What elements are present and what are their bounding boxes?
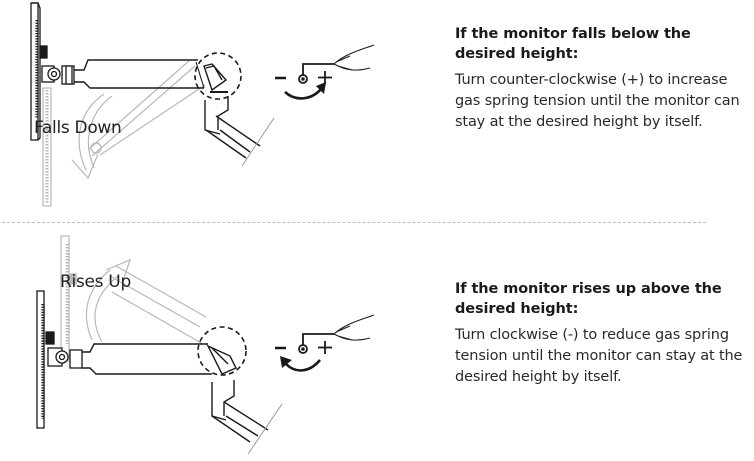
rises-up-body: Turn clockwise (-) to reduce gas spring …: [455, 327, 743, 385]
monitor-arm: [82, 343, 283, 455]
falls-down-section: Falls Down If the monitor falls below th…: [0, 0, 754, 222]
monitor-arm-falls-down-illustration: [30, 2, 375, 207]
knob-diagram-clockwise: [275, 314, 375, 372]
knob-diagram-counter-clockwise: [275, 44, 375, 100]
hex-key-icon: [302, 333, 334, 345]
monitor-arm: [74, 59, 275, 167]
ghost-lowered-monitor: [42, 59, 206, 207]
falls-down-label: Falls Down: [34, 118, 122, 138]
monitor-panel: [36, 290, 83, 429]
rises-up-instructions: If the monitor rises up above the desire…: [455, 279, 750, 388]
rises-up-label: Rises Up: [60, 272, 131, 292]
rises-up-heading: If the monitor rises up above the desire…: [455, 281, 722, 317]
falls-down-instructions: If the monitor falls below the desired h…: [455, 24, 750, 133]
falls-down-body: Turn counter-clockwise (+) to increase g…: [455, 72, 740, 130]
knob-highlight-circle: [197, 326, 247, 376]
rotate-arrow-icon: [284, 87, 323, 100]
monitor-panel: [30, 2, 75, 141]
rotate-arrow-icon: [285, 359, 321, 372]
section-divider: [2, 222, 706, 223]
hex-key-icon: [302, 63, 334, 75]
falls-down-heading: If the monitor falls below the desired h…: [455, 26, 691, 62]
rises-up-section: Rises Up If the monitor rises up above t…: [0, 224, 754, 461]
knob-highlight-circle: [194, 52, 242, 100]
ghost-raised-monitor: [60, 235, 207, 362]
monitor-arm-rises-up-illustration: [36, 235, 375, 455]
